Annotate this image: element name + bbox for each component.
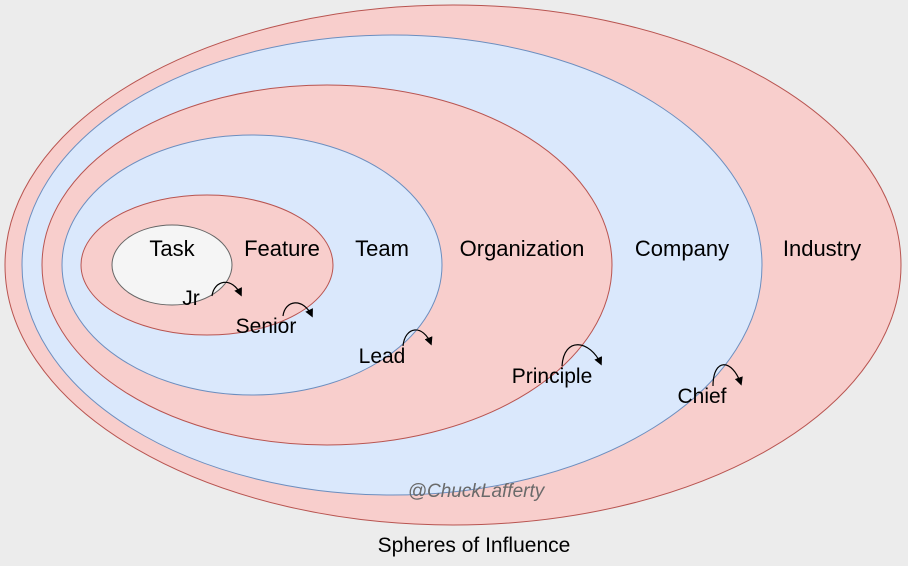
sphere-label-organization: Organization: [460, 236, 585, 261]
role-label-chief: Chief: [677, 385, 726, 408]
arrow-principle: [561, 344, 603, 367]
sphere-label-team: Team: [355, 236, 409, 261]
arrow-senior: [282, 302, 313, 318]
role-label-senior: Senior: [236, 315, 297, 338]
watermark-handle: @ChuckLafferty: [408, 481, 546, 502]
arrow-lead: [402, 329, 433, 347]
sphere-task: [111, 224, 233, 306]
arrow-jr: [211, 281, 242, 297]
role-label-principle: Principle: [512, 365, 593, 388]
sphere-label-task: Task: [149, 236, 195, 261]
sphere-label-industry: Industry: [783, 236, 861, 261]
arrow-chief: [712, 364, 743, 387]
sphere-label-company: Company: [635, 236, 729, 261]
role-label-jr: Jr: [182, 287, 200, 310]
sphere-label-feature: Feature: [244, 236, 320, 261]
role-label-lead: Lead: [359, 345, 406, 368]
diagram-caption: Spheres of Influence: [378, 534, 571, 557]
